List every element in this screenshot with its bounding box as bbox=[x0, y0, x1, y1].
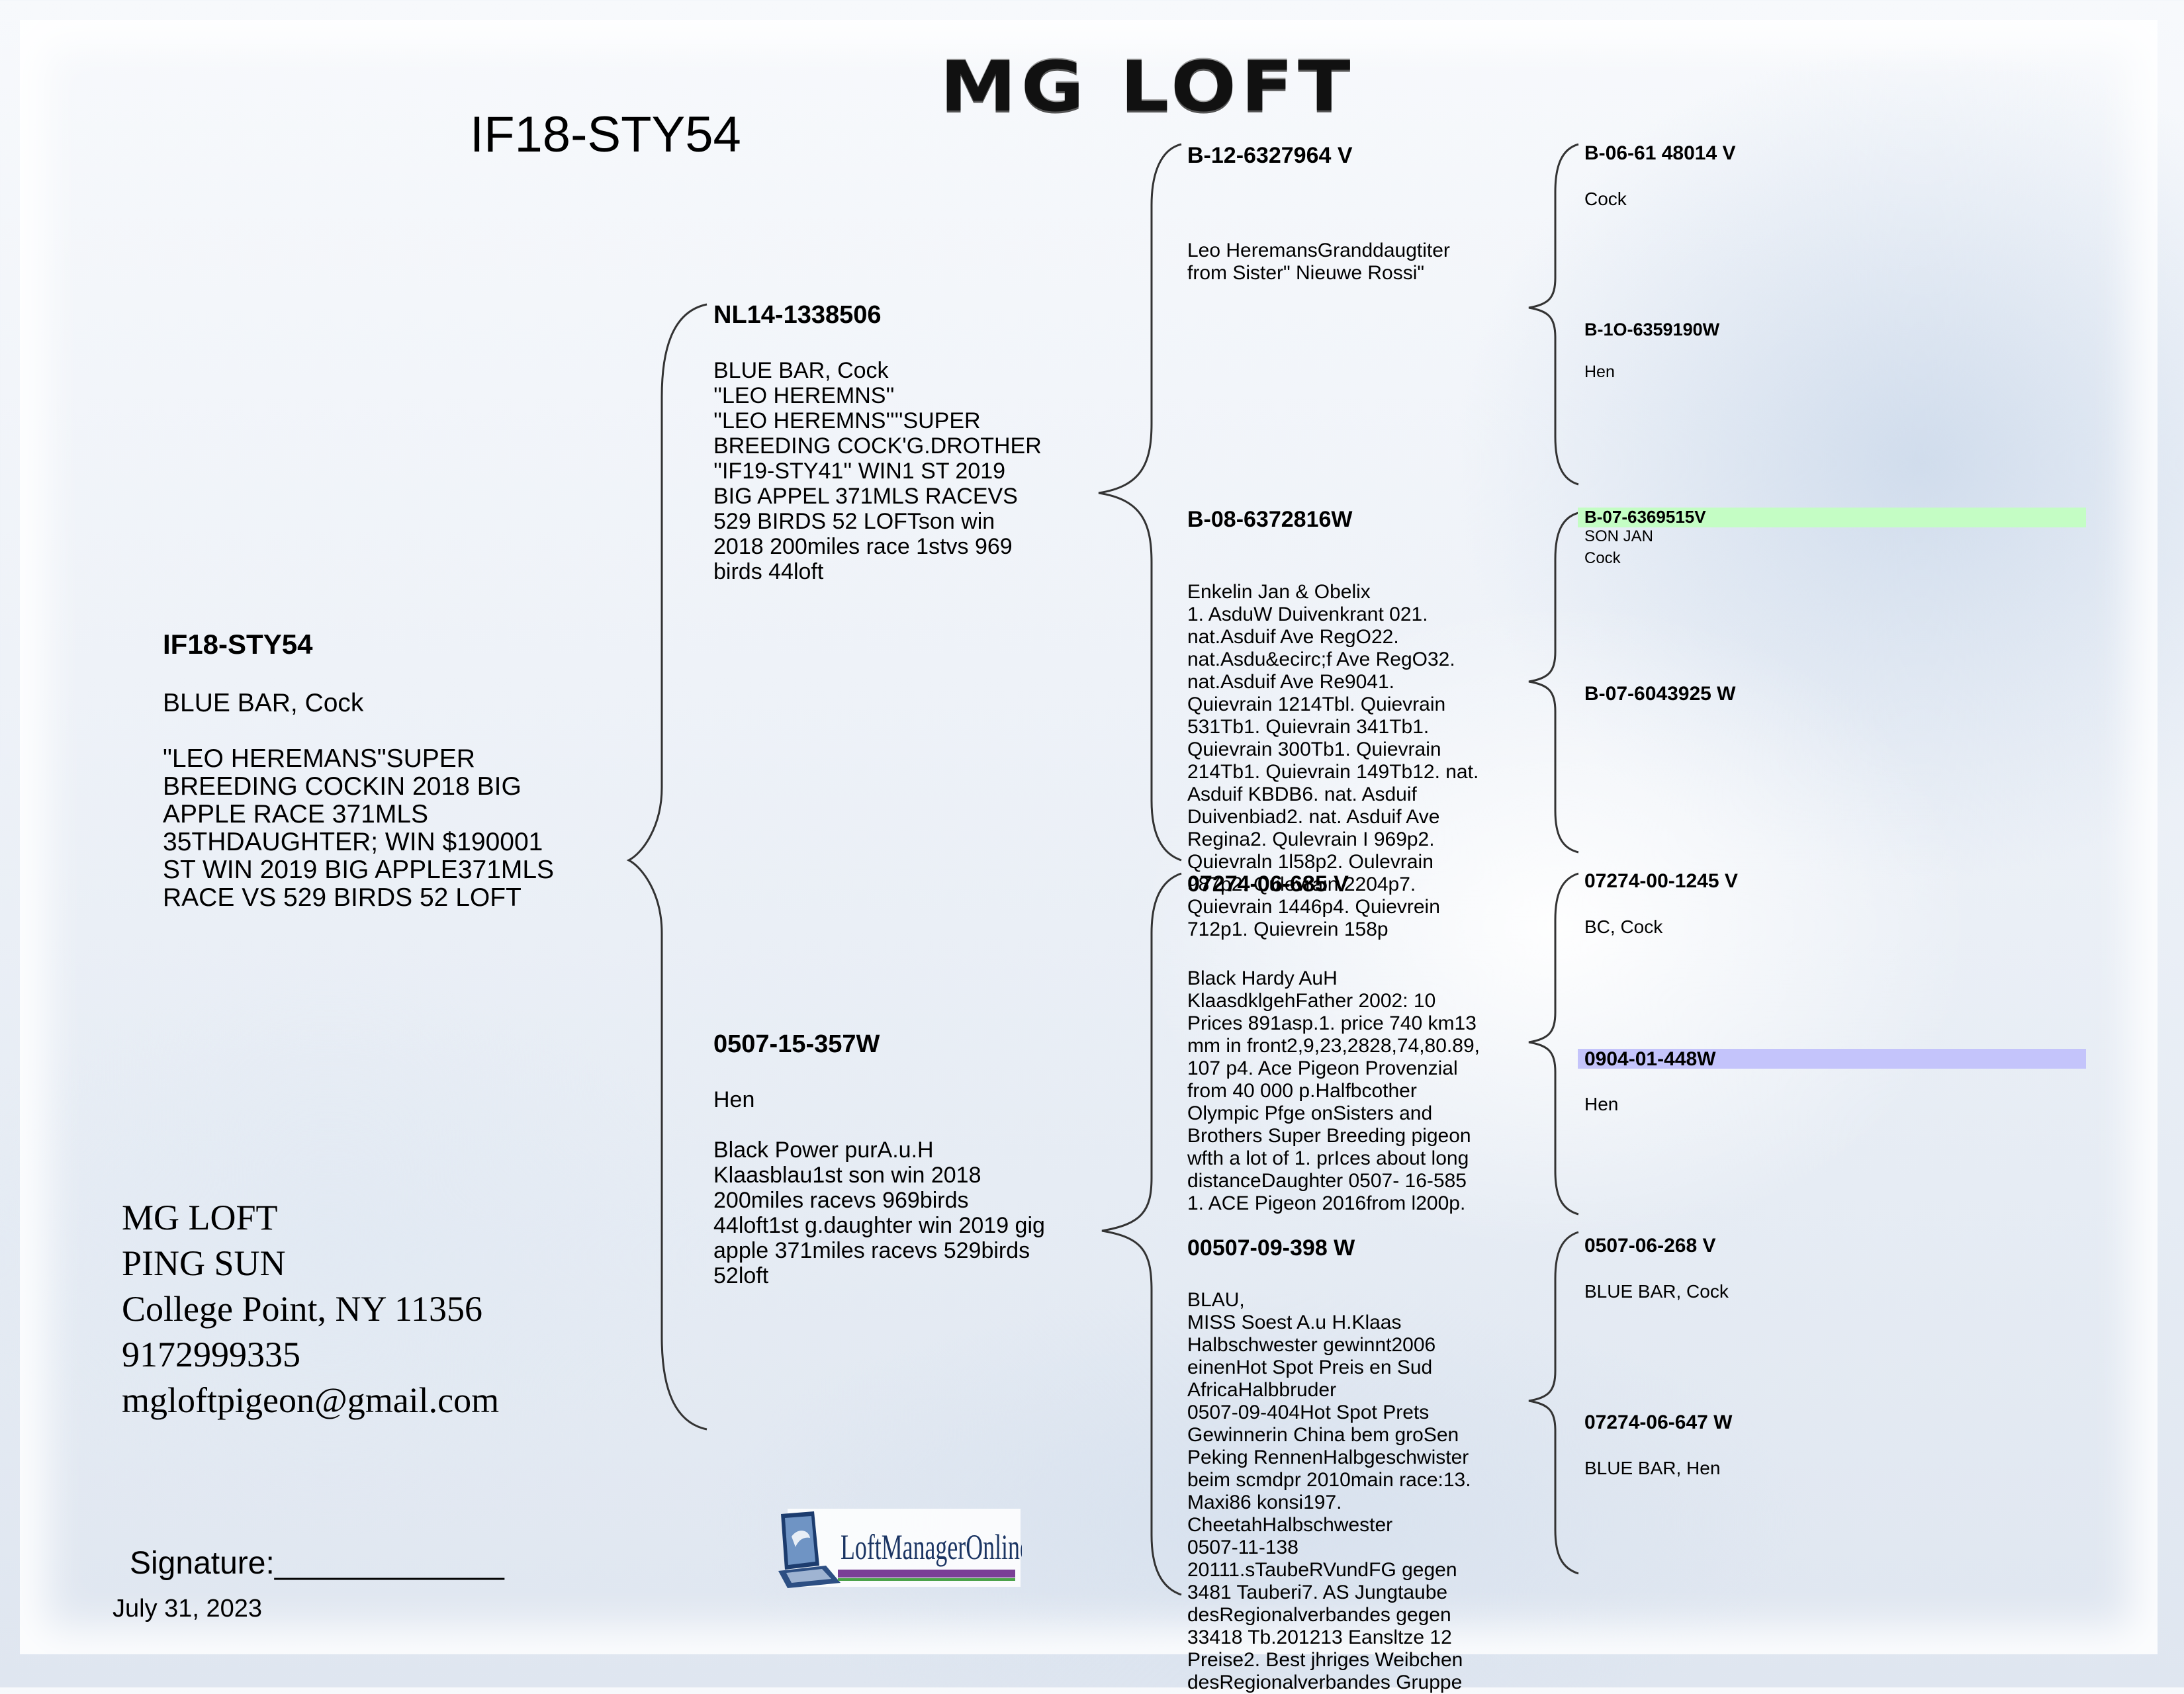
contact-name: MG LOFT bbox=[122, 1198, 278, 1237]
report-date: July 31, 2023 bbox=[113, 1595, 263, 1623]
contact-phone: 9172999335 bbox=[122, 1335, 300, 1374]
page-title-ring: IF18-STY54 bbox=[470, 107, 741, 163]
bracket-dam-dam bbox=[1528, 1231, 1579, 1575]
highlight-green bbox=[1578, 508, 2086, 527]
dam-sire-description: Black Hardy AuH KlaasdklgehFather 2002: … bbox=[1187, 967, 1480, 1214]
contact-address: College Point, NY 11356 bbox=[122, 1289, 482, 1329]
g3-ring-3: B-07-6369515V bbox=[1584, 507, 1706, 527]
g3-desc-5: BC, Cock bbox=[1584, 916, 1663, 937]
bracket-sire-sire bbox=[1528, 143, 1579, 486]
g3-desc-1: Cock bbox=[1584, 189, 1627, 209]
g3-desc-3: SON JAN Cock bbox=[1584, 527, 1654, 567]
g3-desc-8: BLUE BAR, Hen bbox=[1584, 1458, 1721, 1478]
sire-dam-description: Enkelin Jan & Obelix 1. AsduW Duivenkran… bbox=[1187, 581, 1479, 940]
dam-description: Hen Black Power purA.u.H Klaasblau1st so… bbox=[713, 1087, 1045, 1288]
highlight-purple bbox=[1578, 1049, 2086, 1069]
g3-ring-8: 07274-06-647 W bbox=[1584, 1411, 1733, 1433]
sire-sire-ring: B-12-6327964 V bbox=[1187, 143, 1353, 168]
sire-ring: NL14-1338506 bbox=[713, 301, 882, 329]
contact-block: MG LOFT PING SUN College Point, NY 11356… bbox=[122, 1195, 499, 1423]
sire-sire-description: Leo HeremansGranddaugtiter from Sister" … bbox=[1187, 240, 1450, 284]
bracket-subject bbox=[626, 303, 707, 1431]
contact-email: mgloftpigeon@gmail.com bbox=[122, 1380, 500, 1420]
g3-ring-2: B-1O-6359190W bbox=[1584, 320, 1720, 339]
subject-description: BLUE BAR, Cock "LEO HEREMANS"SUPER BREED… bbox=[163, 689, 555, 912]
g3-desc-6: Hen bbox=[1584, 1094, 1619, 1114]
bracket-sire bbox=[1098, 143, 1182, 862]
lmo-logo-text: LoftManagerOnline.com bbox=[841, 1527, 1022, 1567]
bracket-sire-dam bbox=[1528, 512, 1579, 854]
bracket-dam bbox=[1101, 872, 1182, 1596]
subject-ring: IF18-STY54 bbox=[163, 629, 313, 660]
g3-ring-7: 0507-06-268 V bbox=[1584, 1235, 1716, 1257]
dam-ring: 0507-15-357W bbox=[713, 1030, 880, 1058]
sire-description: BLUE BAR, Cock ''LEO HEREMNS'' ''LEO HER… bbox=[713, 358, 1042, 584]
contact-owner: PING SUN bbox=[122, 1243, 286, 1283]
g3-ring-6: 0904-01-448W bbox=[1584, 1048, 1716, 1070]
g3-desc-7: BLUE BAR, Cock bbox=[1584, 1281, 1729, 1302]
g3-desc-2: Hen bbox=[1584, 363, 1615, 381]
loftmanageronline-logo: LoftManagerOnline.com bbox=[772, 1506, 1077, 1592]
g3-ring-5: 07274-00-1245 V bbox=[1584, 870, 1738, 892]
dam-sire-ring: 07274-06-685 V bbox=[1187, 871, 1349, 897]
bracket-dam-sire bbox=[1528, 872, 1579, 1216]
dam-dam-ring: 00507-09-398 W bbox=[1187, 1235, 1355, 1261]
sire-dam-ring: B-08-6372816W bbox=[1187, 507, 1353, 532]
dam-dam-description: BLAU, MISS Soest A.u H.Klaas Halbschwest… bbox=[1187, 1289, 1471, 1693]
g3-ring-4: B-07-6043925 W bbox=[1584, 683, 1736, 705]
signature-line: Signature:_____________ bbox=[130, 1546, 504, 1581]
brand-logo: MG LOFT bbox=[940, 46, 1355, 127]
g3-ring-1: B-06-61 48014 V bbox=[1584, 142, 1736, 164]
